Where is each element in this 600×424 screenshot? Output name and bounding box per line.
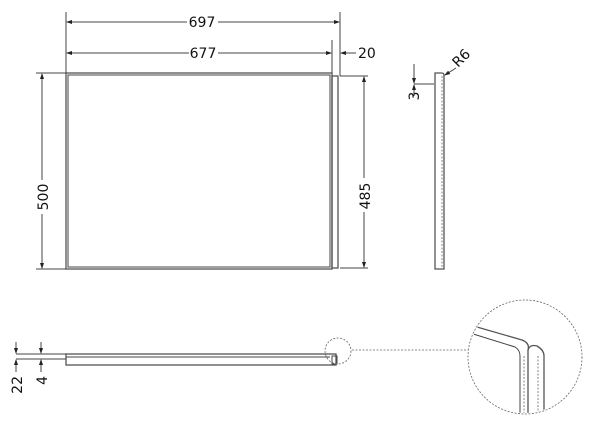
dimension-20: 20 xyxy=(340,46,376,62)
dimension-label: 677 xyxy=(190,46,217,62)
dimension-label-4: 4 xyxy=(35,376,51,385)
dimension-label: 485 xyxy=(358,183,374,210)
panel-inner-edge xyxy=(67,74,331,268)
dimension-485: 485 xyxy=(356,76,374,268)
top-view: 22 4 xyxy=(10,342,338,394)
top-profile xyxy=(65,353,337,366)
radius-label: R6 xyxy=(450,46,475,71)
side-profile xyxy=(434,72,445,270)
dimension-label-22: 22 xyxy=(10,376,26,394)
detail-corner xyxy=(469,324,545,413)
detail-circle xyxy=(467,299,583,415)
detail-marker-circle xyxy=(324,337,352,365)
dimension-500: 500 xyxy=(34,73,52,269)
dimension-label: 697 xyxy=(189,15,216,31)
flange-outline xyxy=(331,75,339,269)
detail-callout xyxy=(324,299,583,415)
front-view xyxy=(65,72,339,270)
panel-outline xyxy=(65,72,333,270)
dimension-label: 500 xyxy=(36,184,52,211)
dimension-677: 677 xyxy=(66,46,332,62)
side-view: 3 R6 xyxy=(407,46,475,270)
dimension-label-3: 3 xyxy=(407,92,423,101)
dimension-label: 20 xyxy=(358,46,376,62)
dimension-697: 697 xyxy=(66,15,340,31)
